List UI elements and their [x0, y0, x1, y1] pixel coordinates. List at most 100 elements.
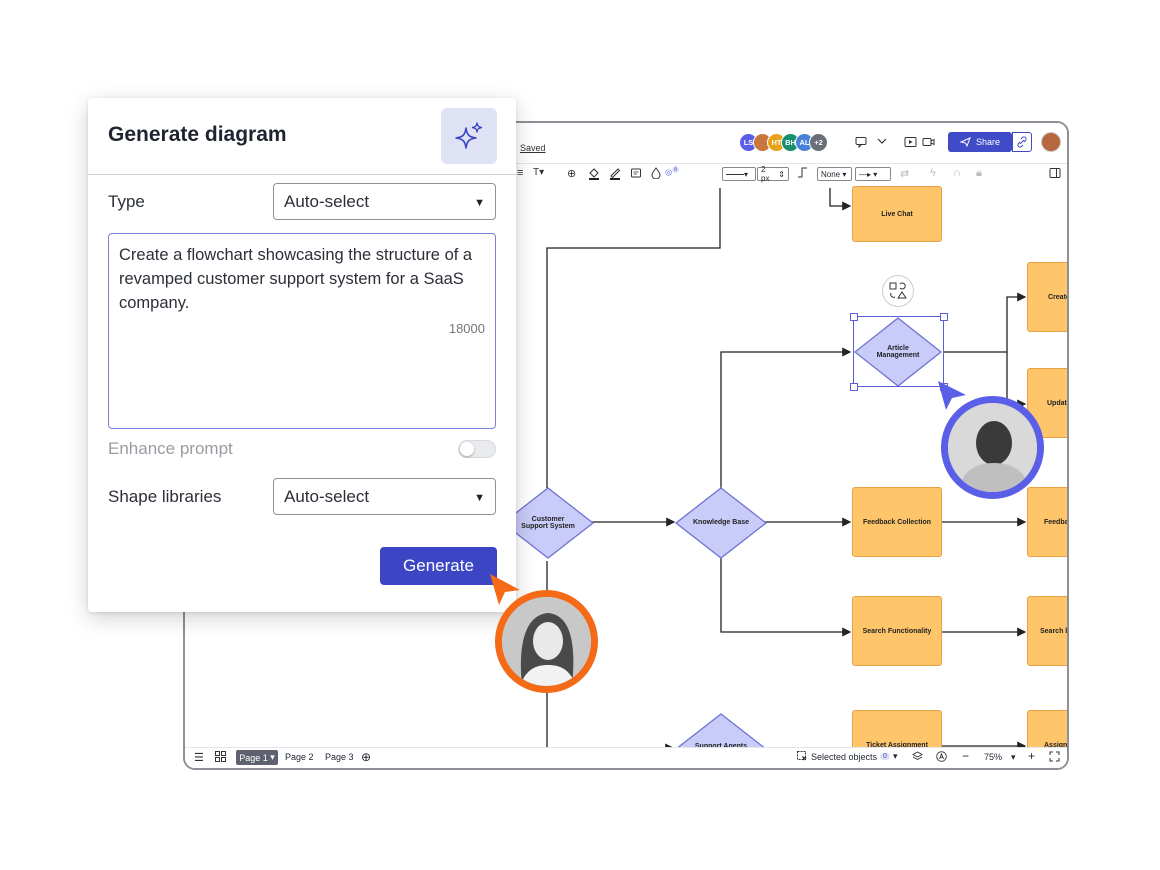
swap-arrows-icon[interactable]: ⇄ [900, 168, 910, 180]
shape-swap-icon [889, 282, 907, 299]
shape-frame-icon[interactable]: ⊕ [567, 168, 577, 180]
type-select-value: Auto-select [284, 191, 370, 211]
toggle-knob [460, 442, 474, 456]
node-create[interactable]: Create [1027, 262, 1067, 332]
shape-libraries-value: Auto-select [284, 486, 370, 506]
connector-elbow-icon[interactable] [797, 167, 808, 181]
node-label: Customer Support System [521, 515, 575, 530]
enhance-prompt-label: Enhance prompt [108, 439, 233, 458]
diagram-canvas[interactable]: Live Chat Create Update Feedback Collect… [185, 186, 1067, 768]
node-customer-support-system[interactable]: Customer Support System [501, 487, 595, 559]
page-tab-1[interactable]: Page 1 ▾ [236, 750, 278, 765]
node-feedback[interactable]: Feedbac [1027, 487, 1067, 557]
node-label: Support Agents [686, 743, 756, 750]
cursor-pointer-orange [490, 574, 520, 605]
arrow-start-value: None [821, 169, 841, 179]
resize-handle[interactable] [940, 313, 948, 321]
decision-shape [501, 487, 595, 559]
page-tab-2[interactable]: Page 2 [285, 752, 314, 762]
panel-title: Generate diagram [108, 123, 287, 146]
add-page-icon[interactable]: ⊕ [361, 750, 372, 764]
ai-sparkle-button[interactable] [441, 108, 497, 164]
action-icon[interactable]: ϟ [930, 167, 936, 179]
selected-objects-label: Selected objects [811, 751, 878, 762]
person-avatar-icon [502, 597, 591, 686]
panel-divider [88, 174, 516, 175]
video-icon[interactable] [922, 136, 935, 151]
page-tab-3[interactable]: Page 3 [325, 752, 354, 762]
lock-icon[interactable]: 🔒︎ [976, 167, 982, 179]
opacity-icon[interactable] [651, 167, 661, 182]
page-tab-label: Page 1 [239, 752, 268, 763]
grid-view-icon[interactable] [215, 751, 226, 765]
zoom-level[interactable]: 75% [984, 752, 1003, 762]
selected-objects-control[interactable]: Selected objects 0 ▾ [797, 751, 897, 762]
sparkle-icon [455, 122, 483, 149]
node-label: Knowledge Base [692, 519, 749, 527]
stroke-width-value: 2 px [761, 165, 770, 183]
generate-button[interactable]: Generate [380, 547, 497, 585]
style-icon[interactable] [630, 167, 642, 182]
selection-frame[interactable] [853, 316, 944, 387]
zoom-dropdown-icon[interactable]: ▾ [1011, 752, 1016, 762]
copy-link-button[interactable] [1012, 132, 1032, 152]
node-label: Article Management [876, 344, 920, 359]
enhance-prompt-toggle[interactable] [458, 440, 496, 458]
chevron-down-icon: ▾ [892, 751, 898, 761]
layers-icon[interactable] [912, 751, 923, 765]
shape-swap-button[interactable] [882, 275, 914, 307]
node-search-functionality[interactable]: Search Functionality [852, 596, 942, 666]
line-style-select[interactable]: ▾ [722, 167, 756, 181]
decision-shape [674, 487, 768, 559]
align-center-icon[interactable]: ≡ [517, 167, 524, 179]
share-label: Share [975, 137, 1001, 147]
zoom-in-button[interactable]: + [1028, 749, 1036, 763]
arrow-start-select[interactable]: None ▾ [817, 167, 852, 181]
stroke-width-select[interactable]: 2 px ⇕ [757, 165, 789, 183]
zoom-out-button[interactable]: − [962, 749, 970, 763]
prompt-text: Create a flowchart showcasing the struct… [119, 246, 473, 312]
arrow-end-preview: —▸ [859, 169, 872, 179]
more-collaborators[interactable]: +2 [809, 133, 828, 152]
comment-icon[interactable] [855, 136, 867, 151]
shape-libraries-select[interactable]: Auto-select ▼ [273, 478, 496, 515]
fullscreen-icon[interactable] [1049, 751, 1060, 764]
prompt-textarea[interactable]: Create a flowchart showcasing the struct… [108, 233, 496, 429]
badge-count: 8 [671, 167, 680, 173]
line-color-icon[interactable] [609, 167, 621, 183]
magnet-icon[interactable]: ∩ [953, 167, 961, 179]
cursor-pointer-purple [938, 381, 966, 410]
share-button[interactable]: Share [948, 132, 1012, 152]
character-counter: 18000 [448, 321, 485, 336]
caret-down-icon: ▼ [474, 492, 485, 504]
fill-color-icon[interactable] [588, 167, 600, 183]
line-style-preview [726, 173, 744, 175]
shape-libraries-label: Shape libraries [108, 487, 222, 506]
layers-badge[interactable]: ◎8 [665, 167, 680, 177]
saved-status[interactable]: Saved [520, 143, 546, 153]
person-avatar-icon [948, 403, 1037, 492]
bottom-bar: ☰ Page 1 ▾ Page 2 Page 3 ⊕ Selected obje… [185, 747, 1067, 768]
panel-toggle-icon[interactable] [1049, 167, 1061, 182]
selected-count: 0 [880, 753, 890, 760]
type-label: Type [108, 192, 145, 211]
node-knowledge-base[interactable]: Knowledge Base [674, 487, 768, 559]
select-icon [797, 751, 807, 761]
list-view-icon[interactable]: ☰ [194, 752, 204, 764]
present-icon[interactable] [904, 136, 917, 151]
resize-handle[interactable] [850, 383, 858, 391]
type-select[interactable]: Auto-select ▼ [273, 183, 496, 220]
node-feedback-collection[interactable]: Feedback Collection [852, 487, 942, 557]
node-live-chat[interactable]: Live Chat [852, 186, 942, 242]
chevron-down-icon[interactable] [876, 135, 888, 150]
collaborator-photo-avatar [495, 590, 598, 693]
arrow-end-select[interactable]: —▸ ▾ [855, 167, 891, 181]
accessibility-icon[interactable] [936, 751, 947, 765]
node-article-management[interactable]: Article Management [852, 316, 944, 388]
resize-handle[interactable] [850, 313, 858, 321]
user-avatar[interactable] [1041, 132, 1061, 152]
link-icon [1017, 136, 1027, 148]
text-format-icon[interactable]: T▾ [533, 167, 545, 178]
node-search-by[interactable]: Search by [1027, 596, 1067, 666]
caret-down-icon: ▼ [474, 197, 485, 209]
